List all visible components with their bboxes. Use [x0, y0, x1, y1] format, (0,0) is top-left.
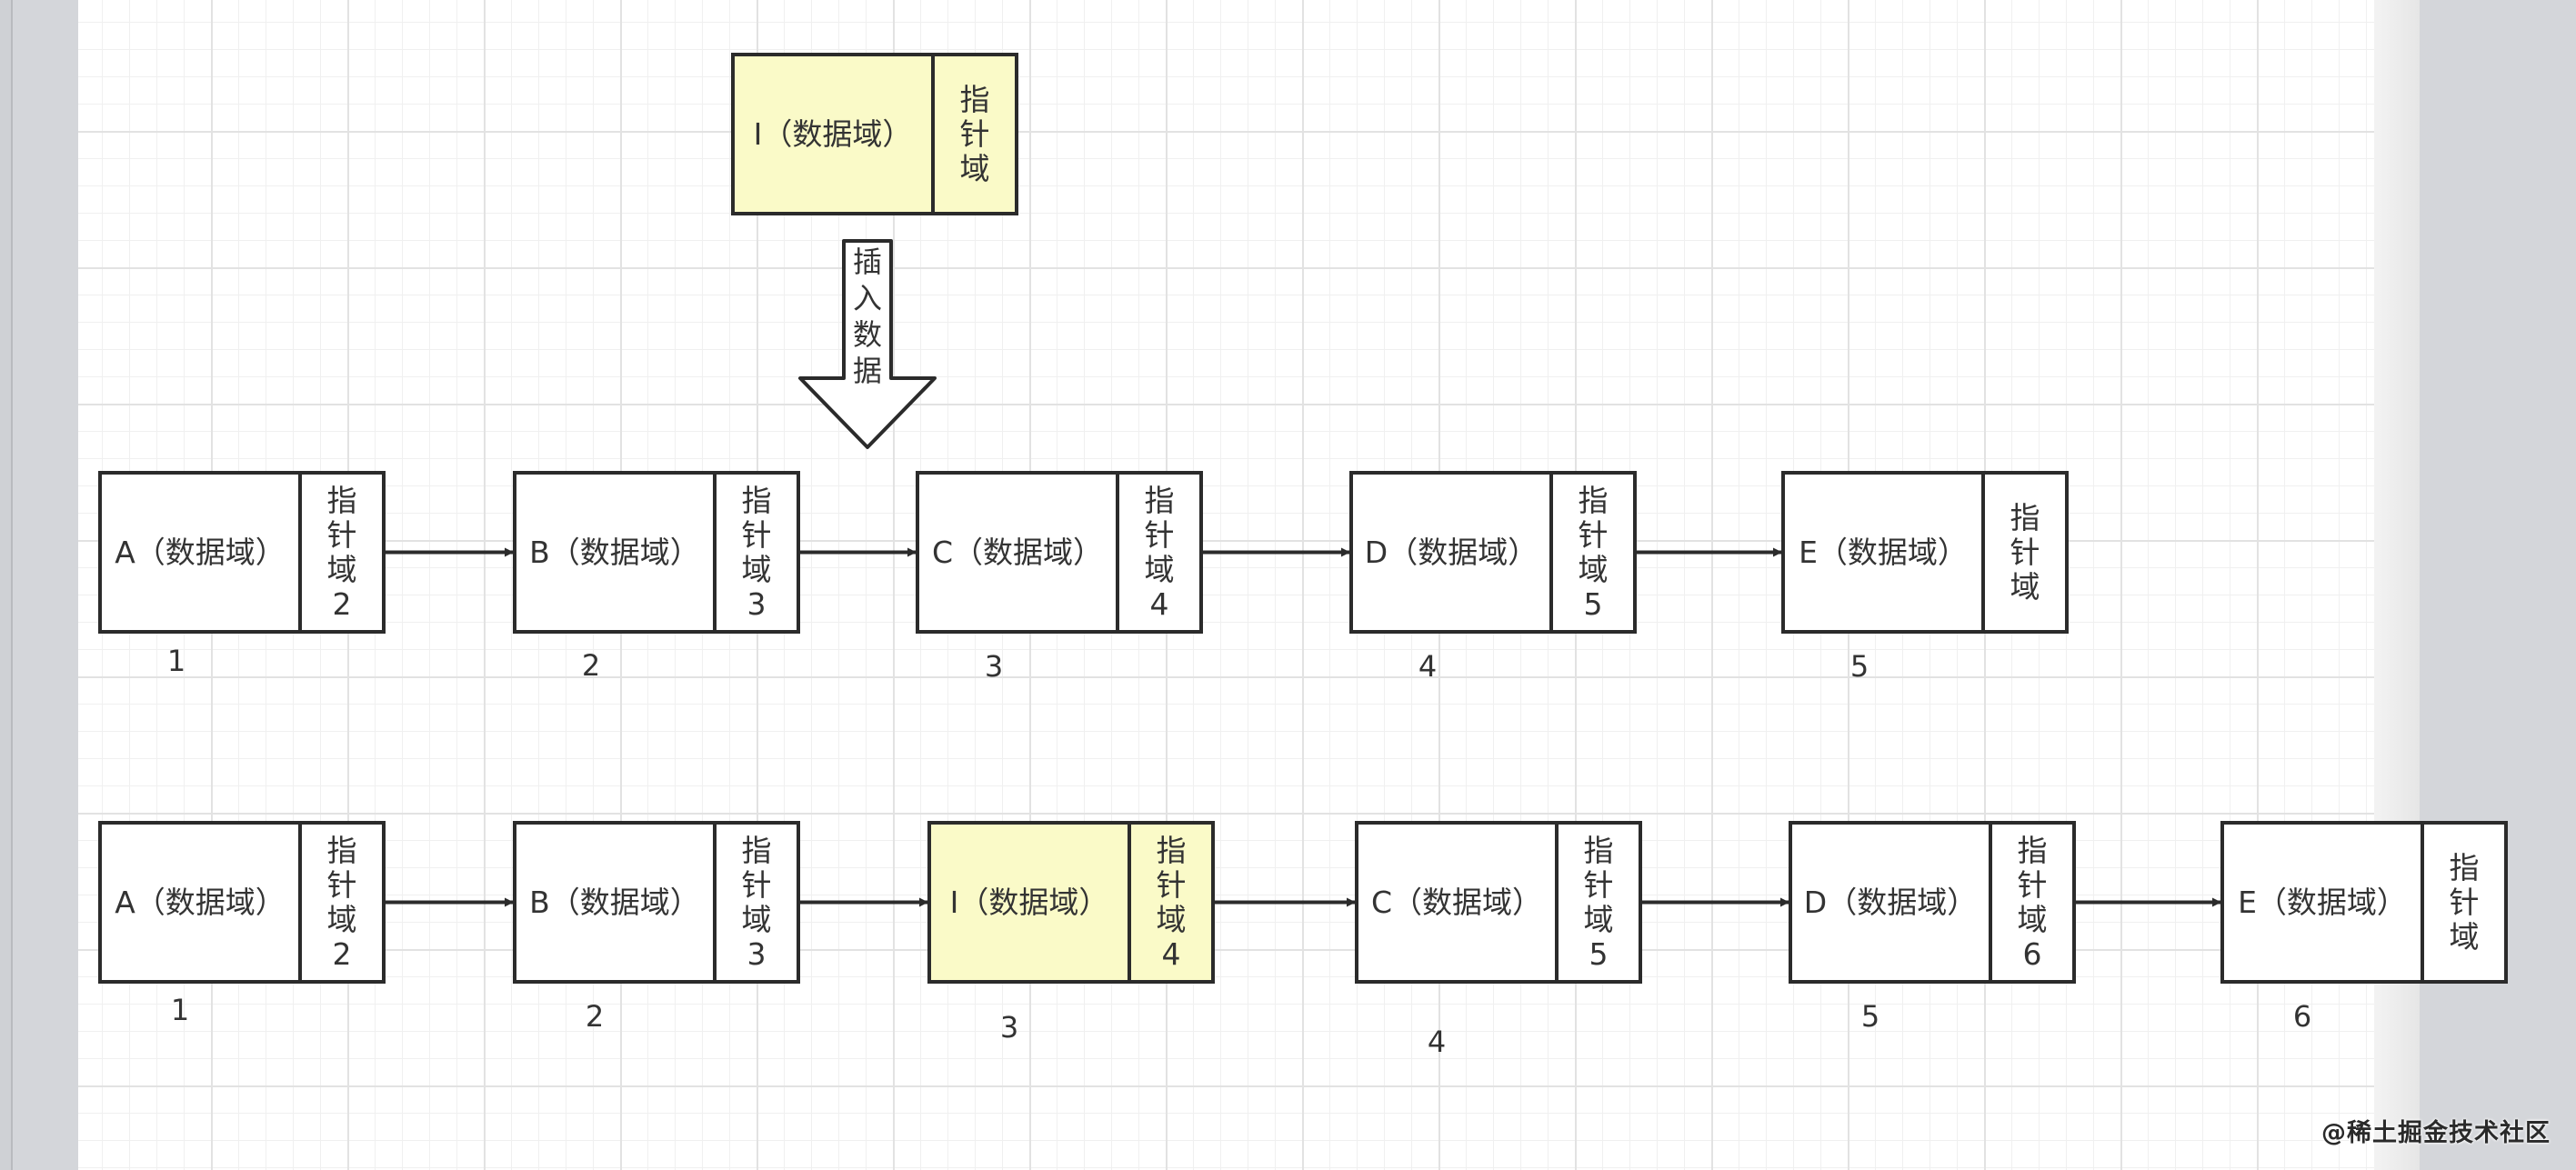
list-node: E（数据域） 指针域: [2220, 821, 2508, 984]
pointer-field-label: 指针域: [960, 82, 990, 186]
pointer-field-box: [2421, 821, 2508, 984]
data-field-label: C（数据域）: [932, 535, 1103, 570]
node-to-insert: I（数据域） 指针域: [731, 53, 1018, 215]
insert-arrow-label: 插入数据: [853, 245, 882, 388]
pointer-field-box: [1981, 471, 2069, 634]
node-index-label: 1: [171, 993, 189, 1027]
data-field-label: I（数据域）: [754, 116, 913, 152]
node-index-label: 4: [1418, 649, 1437, 684]
data-field-box: [916, 471, 1119, 634]
list-node: E（数据域） 指针域: [1781, 471, 2069, 634]
pointer-field-box: [298, 821, 386, 984]
data-field-label: D（数据域）: [1365, 535, 1538, 570]
data-field-label: D（数据域）: [1804, 885, 1977, 920]
data-field-label: B（数据域）: [529, 535, 700, 570]
node-index-label: 3: [1000, 1010, 1018, 1045]
data-field-label: B（数据域）: [529, 885, 700, 920]
node-index-label: 2: [582, 648, 600, 683]
pointer-field-box: [713, 471, 800, 634]
node-index-label: 2: [586, 999, 604, 1034]
data-field-box: [731, 53, 935, 215]
insert-down-arrow: [798, 239, 937, 449]
pointer-field-box: [931, 53, 1018, 215]
data-field-label: E（数据域）: [1799, 535, 1968, 570]
data-field-label: E（数据域）: [2238, 885, 2407, 920]
node-index-label: 4: [1428, 1025, 1446, 1059]
data-field-box: [2220, 821, 2424, 984]
pointer-field-label: 指针域: [2010, 500, 2040, 605]
data-field-label: C（数据域）: [1371, 885, 1542, 920]
data-field-box: [513, 821, 717, 984]
node-index-label: 1: [167, 644, 185, 678]
node-index-label: 5: [1850, 649, 1869, 684]
pointer-field-label: 指针域: [2450, 850, 2480, 955]
data-field-label: I（数据域）: [950, 885, 1109, 920]
pointer-field-box: [1555, 821, 1642, 984]
node-index-label: 6: [2293, 999, 2311, 1034]
data-field-box: [927, 821, 1131, 984]
data-field-label: A（数据域）: [115, 885, 286, 920]
data-field-label: A（数据域）: [115, 535, 286, 570]
pointer-field-box: [298, 471, 386, 634]
left-panel-edge: [0, 0, 13, 1170]
watermark: @稀土掘金技术社区: [2321, 1119, 2551, 1147]
node-index-label: 5: [1861, 999, 1879, 1034]
node-index-label: 3: [985, 649, 1003, 684]
pointer-field-box: [713, 821, 800, 984]
data-field-box: [513, 471, 717, 634]
data-field-box: [98, 471, 302, 634]
